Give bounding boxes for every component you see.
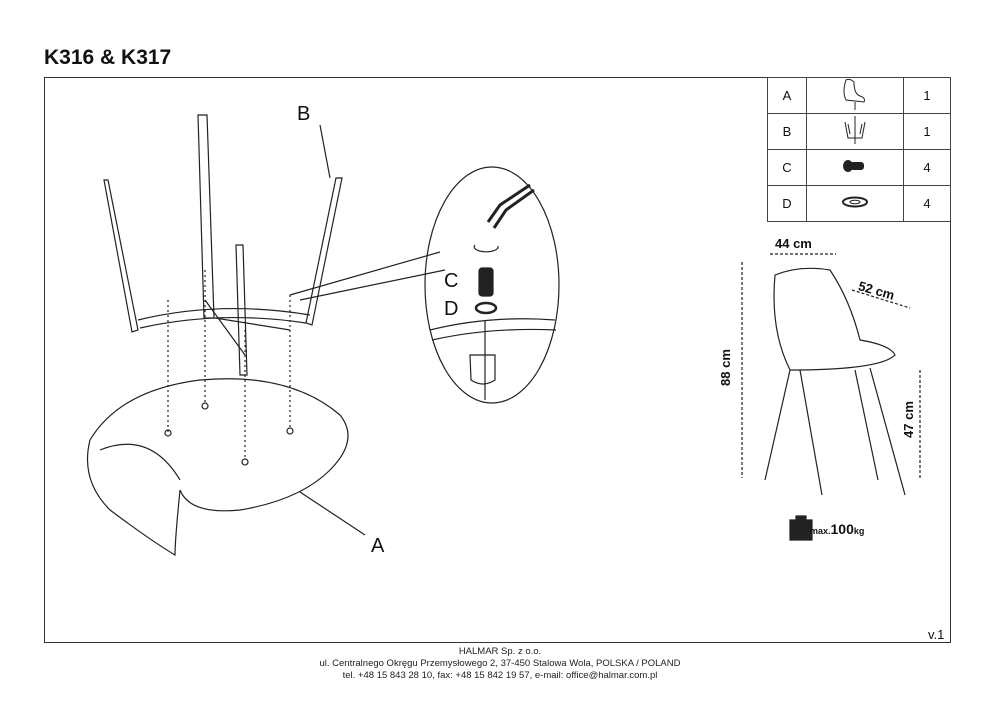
- chair-shell-icon: [806, 77, 904, 114]
- table-row: B 1: [767, 113, 951, 150]
- callout-a: A: [371, 535, 385, 557]
- leg-frame-icon: [806, 113, 904, 150]
- weight-icon: [789, 515, 813, 541]
- footer-contact: tel. +48 15 843 28 10, fax: +48 15 842 1…: [342, 670, 658, 681]
- part-letter: A: [767, 77, 807, 114]
- callout-c: C: [444, 270, 459, 292]
- footer-company: HALMAR Sp. z o.o.: [458, 646, 542, 657]
- washer-icon: [806, 185, 904, 222]
- part-letter: B: [767, 113, 807, 150]
- table-row: A 1: [767, 77, 951, 114]
- chair-side-drawing: [764, 267, 906, 496]
- width-dimension: 44 cm: [775, 236, 812, 251]
- detail-zoom-circle: [424, 166, 560, 404]
- seat-height-dimension: 47 cm: [900, 401, 916, 438]
- max-load-label: max.100kg: [810, 521, 865, 537]
- bolt-drawing: [478, 267, 494, 297]
- part-letter: C: [767, 149, 807, 186]
- footer: HALMAR Sp. z o.o. ul. Centralnego Okręgu…: [0, 646, 1000, 682]
- allen-key-drawing: [486, 183, 535, 229]
- footer-address: ul. Centralnego Okręgu Przemysłowego 2, …: [319, 658, 681, 669]
- leg-frame-drawing: [103, 114, 343, 376]
- seat-shell-drawing: [86, 378, 349, 557]
- table-row: D 4: [767, 185, 951, 222]
- part-qty: 1: [903, 113, 951, 150]
- callout-b: B: [297, 103, 311, 125]
- height-dimension: 88 cm: [717, 349, 733, 386]
- version-label: v.1: [928, 627, 945, 642]
- washer-drawing: [474, 301, 498, 315]
- callout-d: D: [444, 298, 459, 320]
- instruction-frame: [44, 77, 951, 643]
- part-letter: D: [767, 185, 807, 222]
- parts-table: A 1 B 1 C 4 D 4: [767, 77, 951, 222]
- part-qty: 4: [903, 185, 951, 222]
- page-title: K316 & K317: [44, 46, 172, 69]
